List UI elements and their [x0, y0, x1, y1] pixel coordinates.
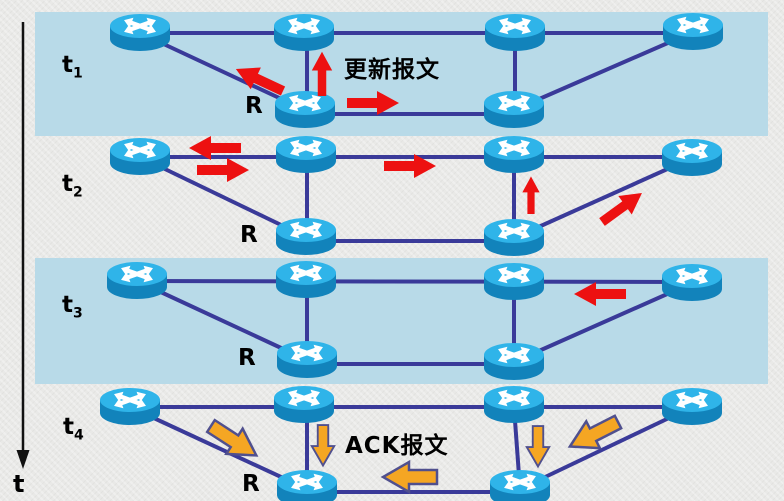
update-arrow-icon [311, 51, 333, 96]
router-icon [484, 386, 544, 423]
time-axis [16, 22, 30, 469]
router-icon [484, 343, 544, 380]
network-link [129, 405, 308, 491]
router-icon [490, 470, 550, 501]
router-icon [100, 388, 160, 425]
router-icon [662, 139, 722, 176]
router-icon [484, 263, 544, 300]
time-label-t1: t1 [62, 52, 83, 82]
router-icon [274, 14, 334, 51]
update-arrow-icon [197, 158, 249, 182]
router-r-label: R [240, 222, 258, 248]
network-link [136, 279, 308, 362]
network-link [513, 281, 693, 364]
router-icon [484, 91, 544, 128]
router-icon [276, 261, 336, 298]
router-icon [662, 388, 722, 425]
network-link [519, 405, 693, 491]
router-icon [276, 136, 336, 173]
row-t3 [107, 261, 722, 380]
time-label-t2: t2 [62, 171, 83, 201]
ack-arrow-icon [310, 424, 336, 467]
update-annotation: 更新报文 [344, 57, 440, 83]
router-icon [484, 136, 544, 173]
router-r-icon [275, 91, 335, 128]
row-t1 [110, 13, 723, 128]
router-icon [485, 14, 545, 51]
update-arrow-icon [574, 282, 626, 306]
network-link [139, 31, 306, 112]
router-r-label: R [242, 471, 260, 497]
router-icon [484, 219, 544, 256]
router-r-label: R [238, 345, 256, 371]
ack-arrow-icon [525, 425, 551, 468]
router-r-icon [277, 470, 337, 501]
router-icon [110, 14, 170, 51]
time-axis-arrowhead-icon [16, 450, 30, 469]
time-label-t3: t3 [62, 292, 83, 322]
row-t4 [100, 386, 722, 501]
network-link [513, 156, 693, 240]
network-link [136, 279, 693, 284]
time-label-t4: t4 [63, 414, 84, 444]
router-r-label: R [245, 93, 263, 119]
router-icon [662, 264, 722, 301]
network-link [139, 155, 307, 239]
ack-arrow-icon [201, 412, 266, 470]
time-axis-label: t [13, 470, 25, 498]
router-icon [663, 13, 723, 50]
row-t2 [110, 136, 722, 256]
router-icon [107, 262, 167, 299]
update-arrow-icon [522, 176, 540, 214]
router-r-icon [276, 218, 336, 255]
ack-arrow-icon [381, 460, 439, 494]
update-arrow-icon [347, 91, 399, 115]
router-r-icon [277, 341, 337, 378]
router-icon [110, 138, 170, 175]
ack-annotation: ACK报文 [345, 433, 449, 459]
network-link [513, 30, 694, 112]
router-icon [274, 386, 334, 423]
